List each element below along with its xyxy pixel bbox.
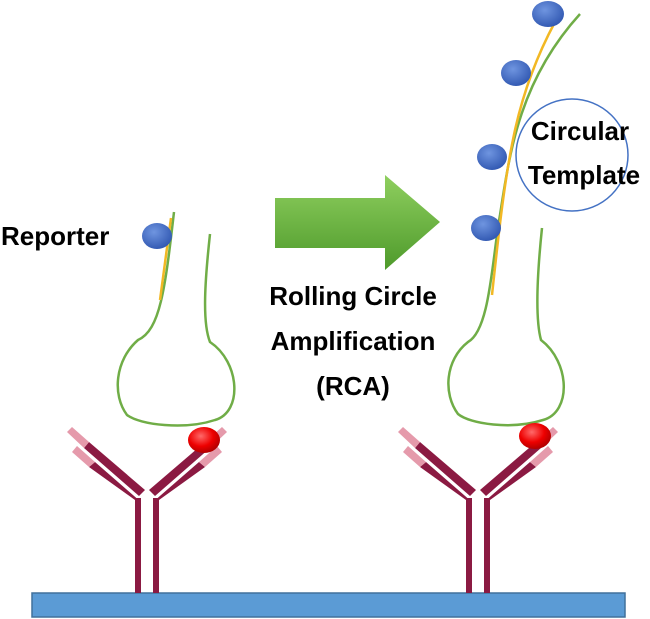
- reporter-dot-right-4: [471, 215, 501, 241]
- antigen-right: [519, 423, 551, 449]
- circular-template: [515, 98, 629, 212]
- amplified-strand-right: [490, 21, 557, 296]
- process-label-line1: Rolling Circle: [269, 281, 437, 311]
- template-label-line1: Circular: [531, 116, 629, 146]
- reporter-label: Reporter: [1, 221, 109, 251]
- process-label-line3: (RCA): [316, 371, 390, 401]
- reporter-dot-right-3: [477, 144, 507, 170]
- right-arrow-icon: [275, 175, 440, 270]
- antigen-left: [188, 427, 220, 453]
- process-label-line2: Amplification: [271, 326, 436, 356]
- solid-surface: [31, 592, 626, 618]
- template-label-line2: Template: [528, 160, 640, 190]
- reporter-dot-left: [142, 223, 172, 249]
- dna-strand-left: [116, 211, 236, 427]
- antibody-right: [398, 427, 558, 593]
- reporter-dot-right-2: [501, 60, 531, 86]
- reporter-dot-right-1: [532, 1, 564, 27]
